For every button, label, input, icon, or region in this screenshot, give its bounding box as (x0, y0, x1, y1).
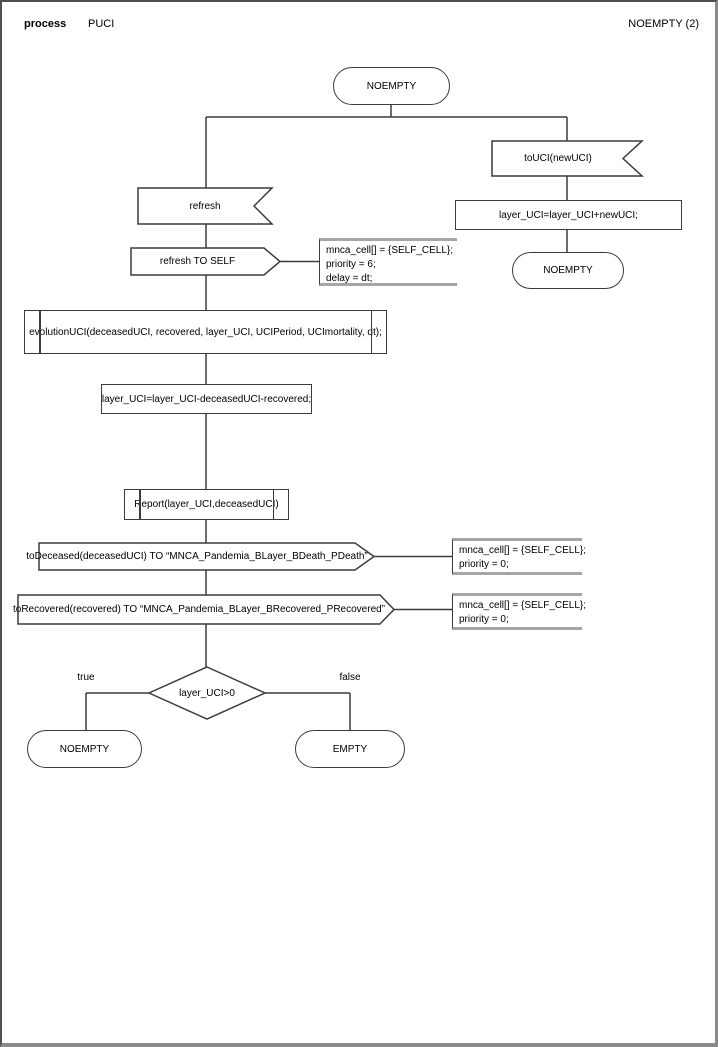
procedure-left-line (39, 311, 41, 353)
procedure-evolutionuci: evolutionUCI(deceasedUCI, recovered, lay… (24, 310, 387, 354)
decision-false-label: false (339, 671, 361, 683)
procedure-left-line (139, 490, 141, 519)
comment-torecovered: mnca_cell[] = {SELF_CELL}; priority = 0; (452, 593, 587, 630)
procedure-evolutionuci-label: evolutionUCI(deceasedUCI, recovered, lay… (29, 326, 382, 338)
output-symbol-refresh-to-self (130, 247, 282, 276)
comment-refresh-to-self: mnca_cell[] = {SELF_CELL}; priority = 6;… (319, 238, 457, 286)
task-layer-uci-update: layer_UCI=layer_UCI-deceasedUCI-recovere… (101, 384, 312, 414)
procedure-report: Report(layer_UCI,deceasedUCI) (124, 489, 289, 520)
task-layer-uci-add: layer_UCI=layer_UCI+newUCI; (455, 200, 682, 230)
input-symbol-touci (491, 140, 644, 177)
output-symbol-torecovered (17, 594, 396, 625)
input-touci-label: toUCI(newUCI) (524, 153, 592, 164)
procedure-right-line (272, 490, 274, 519)
procedure-report-label: Report(layer_UCI,deceasedUCI) (134, 499, 279, 510)
decision-diamond (147, 666, 267, 720)
comment-line: mnca_cell[] = {SELF_CELL}; (459, 545, 587, 556)
process-name: PUCI (88, 18, 115, 30)
state-empty-bottom: EMPTY (295, 730, 405, 768)
input-refresh-label: refresh (189, 200, 221, 212)
comment-line: mnca_cell[] = {SELF_CELL}; (326, 245, 454, 256)
connector-lines (85, 105, 568, 730)
output-todeceased-label: toDeceased(deceasedUCI) TO “MNCA_Pandemi… (26, 551, 368, 562)
state-noempty-right: NOEMPTY (512, 252, 624, 289)
decision-condition-label: layer_UCI>0 (179, 687, 235, 699)
page-state-label: NOEMPTY (2) (628, 18, 699, 30)
state-noempty-top: NOEMPTY (333, 67, 450, 105)
input-symbol-refresh (137, 187, 274, 225)
output-torecovered-label: toRecovered(recovered) TO “MNCA_Pandemia… (12, 604, 386, 615)
state-noempty-bottom: NOEMPTY (27, 730, 142, 768)
diagram-kind-label: process (24, 18, 67, 30)
comment-todeceased: mnca_cell[] = {SELF_CELL}; priority = 0; (452, 538, 587, 575)
comment-line: priority = 0; (459, 559, 509, 570)
decision-true-label: true (77, 671, 95, 683)
comment-line: priority = 0; (459, 614, 509, 625)
comment-line: delay = dt; (326, 273, 373, 284)
procedure-right-line (370, 311, 372, 353)
comment-line: priority = 6; (326, 259, 376, 270)
output-refresh-to-self-label: refresh TO SELF (159, 256, 236, 267)
comment-line: mnca_cell[] = {SELF_CELL}; (459, 600, 587, 611)
output-symbol-todeceased (38, 542, 376, 571)
